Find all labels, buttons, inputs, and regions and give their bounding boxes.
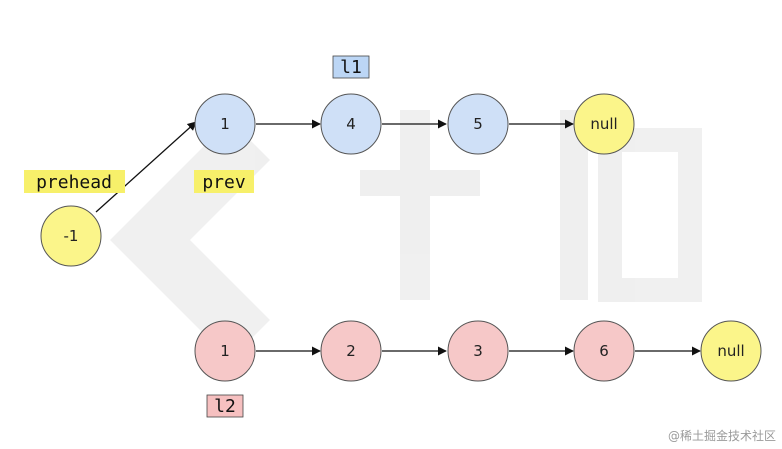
l2-node-2: 2 — [320, 320, 382, 382]
l2-node-1-value: 1 — [220, 342, 230, 360]
l2-node-4: 6 — [573, 320, 635, 382]
tag-l1-label: l1 — [340, 57, 362, 78]
l1-node-3: 5 — [447, 93, 509, 155]
tag-l2-label: l2 — [214, 396, 236, 417]
l2-null-value: null — [717, 342, 744, 360]
l2-node-3: 3 — [447, 320, 509, 382]
l1-null-node: null — [573, 93, 635, 155]
l2-node-4-value: 6 — [599, 342, 609, 360]
tag-prehead: prehead — [24, 170, 125, 193]
l1-node-2: 4 — [320, 93, 382, 155]
l1-node-1: 1 — [194, 93, 256, 155]
l2-node-3-value: 3 — [473, 342, 483, 360]
list-l1: 1 4 5 null — [194, 93, 635, 155]
dummy-node-value: -1 — [64, 227, 79, 245]
tag-l2: l2 — [206, 394, 244, 418]
tag-prehead-label: prehead — [36, 172, 112, 193]
watermark-credit: @稀土掘金技术社区 — [668, 428, 776, 443]
tag-prev: prev — [194, 170, 254, 193]
arrow-dummy-to-l1-1 — [95, 121, 197, 213]
arrows — [95, 119, 701, 356]
l2-node-2-value: 2 — [346, 342, 356, 360]
l1-null-value: null — [590, 115, 617, 133]
l2-node-1: 1 — [194, 320, 256, 382]
l1-node-3-value: 5 — [473, 115, 483, 133]
list-l2: 1 2 3 6 null — [194, 320, 762, 382]
l1-node-2-value: 4 — [346, 115, 356, 133]
tag-prev-label: prev — [202, 172, 245, 193]
l2-null-node: null — [700, 320, 762, 382]
l1-node-1-value: 1 — [220, 115, 230, 133]
dummy-node: -1 — [40, 205, 102, 267]
tag-l1: l1 — [332, 55, 370, 79]
